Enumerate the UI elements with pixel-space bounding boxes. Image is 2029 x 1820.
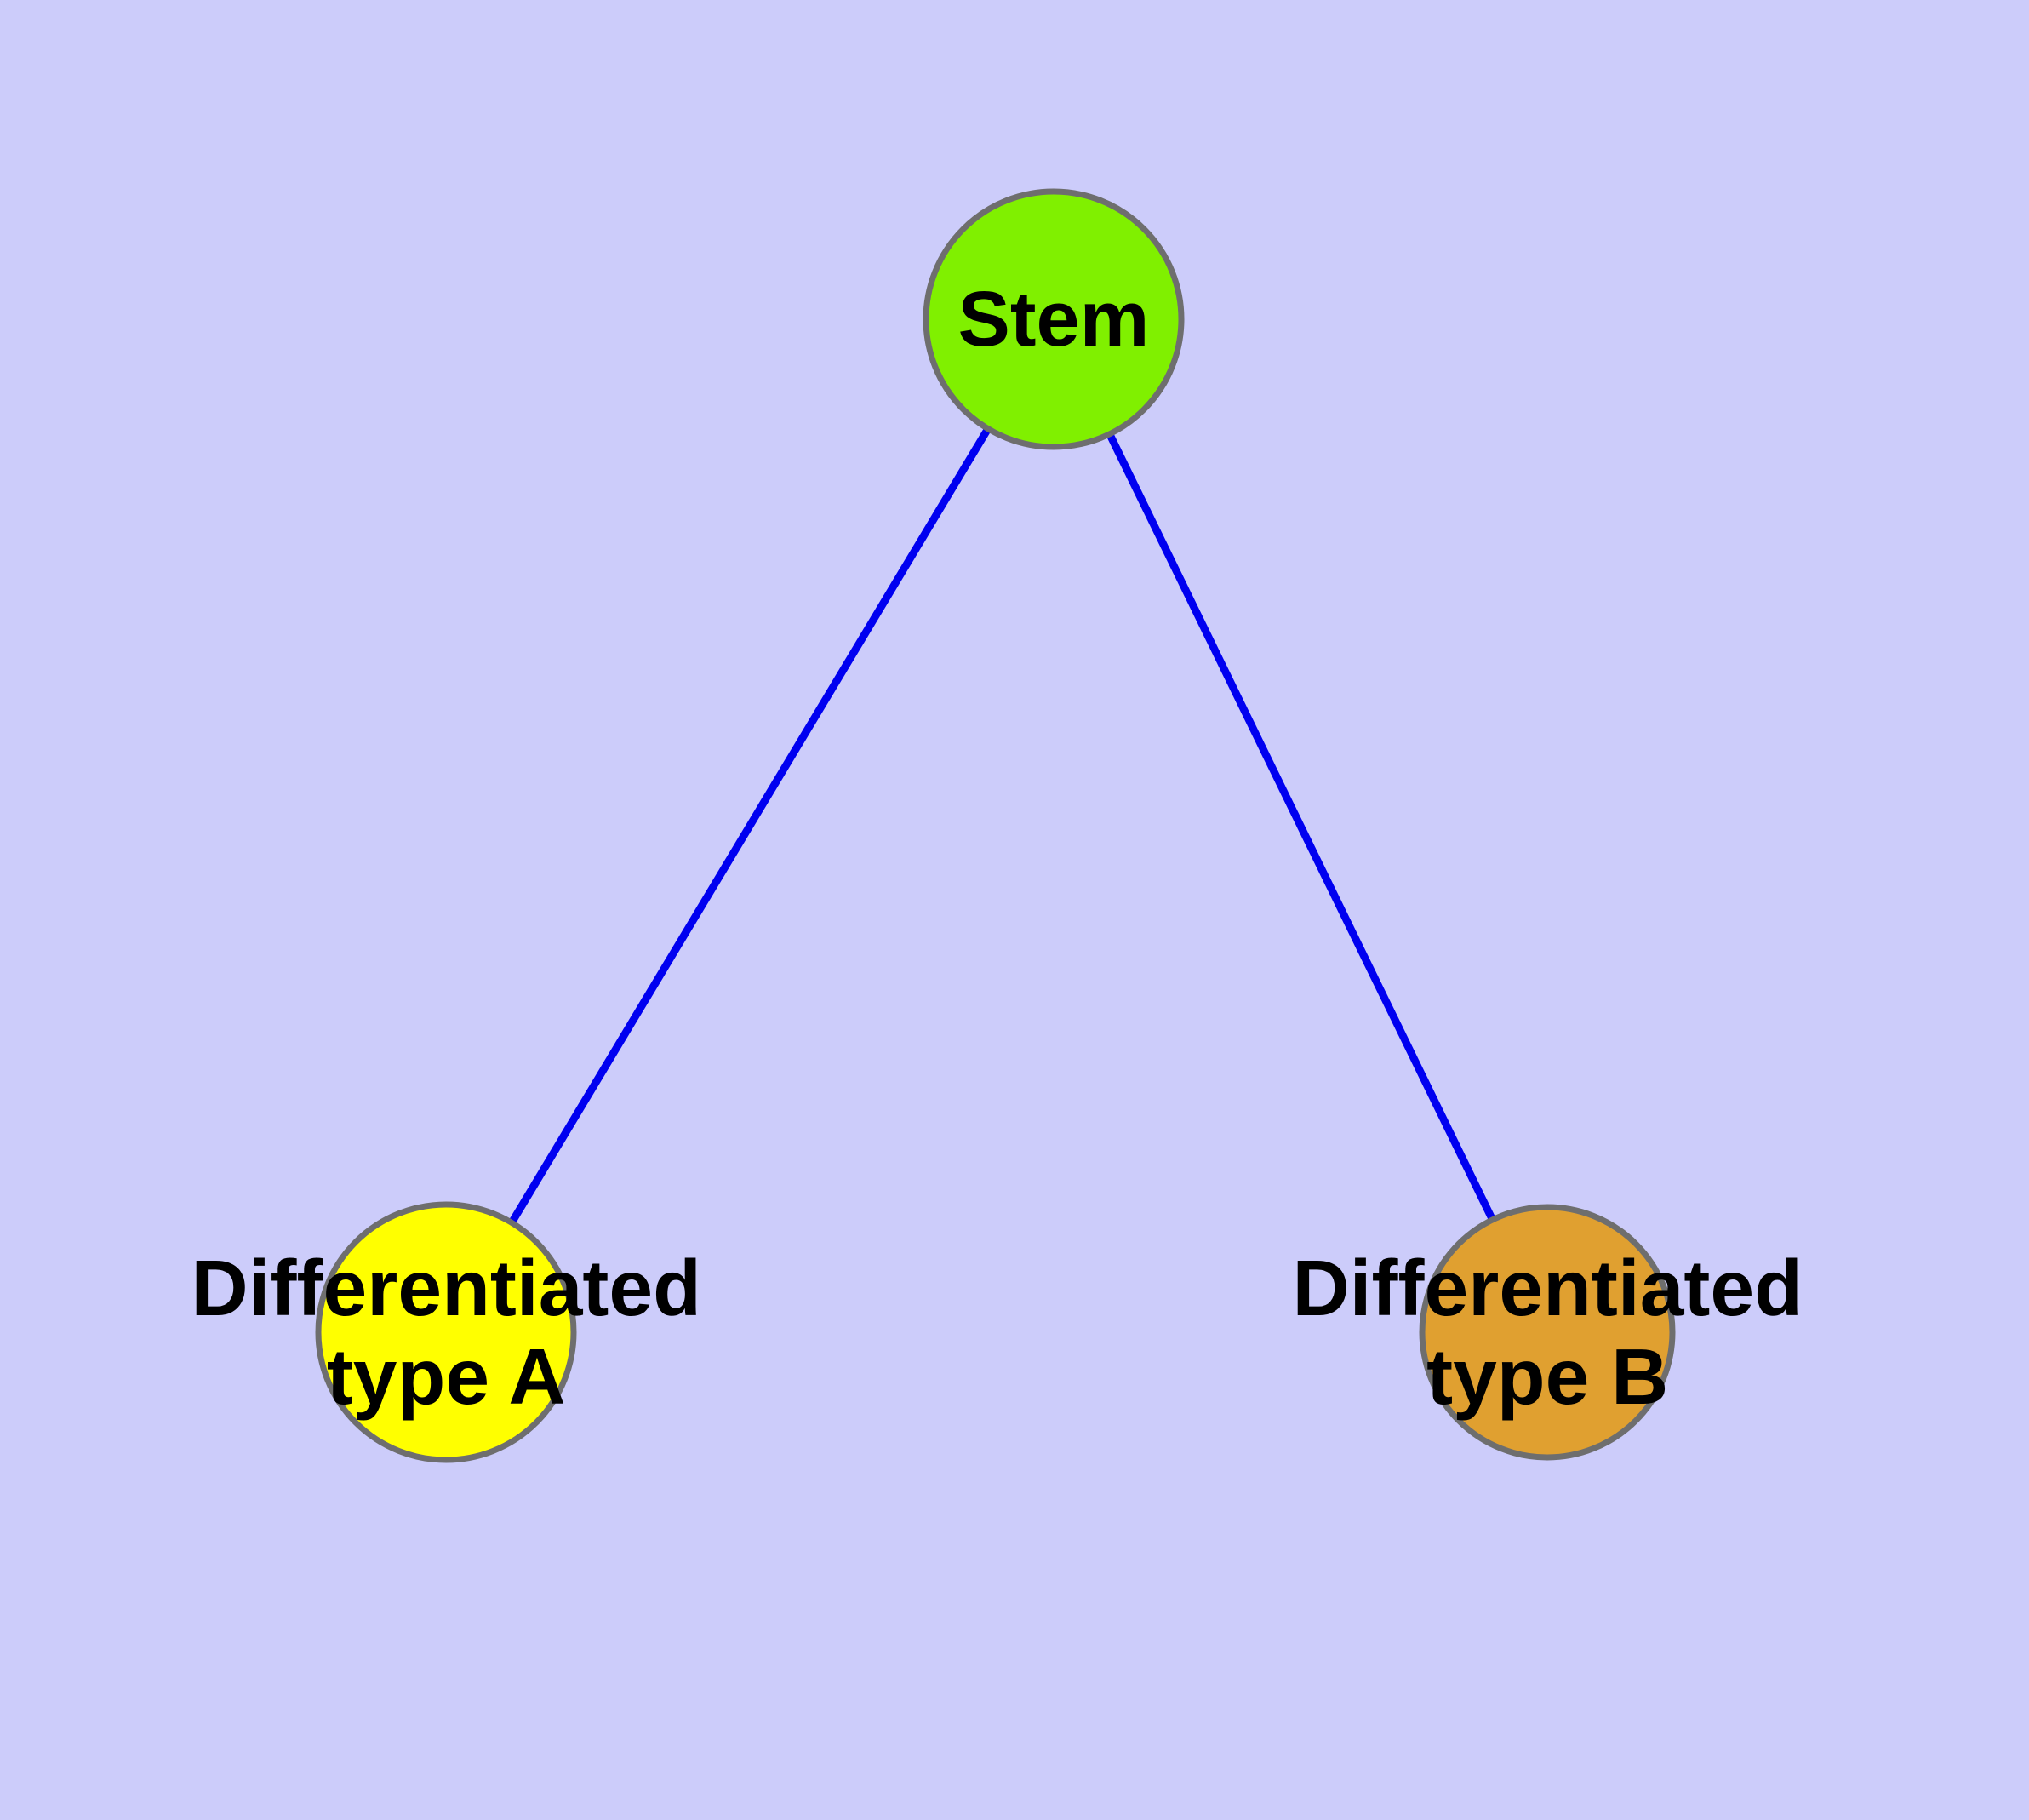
node-circle-stem[interactable] (923, 188, 1185, 450)
edge-stem-diff-b[interactable] (1049, 318, 1552, 1334)
edge-stem-diff-a[interactable] (443, 317, 1057, 1335)
edges-layer (443, 317, 1552, 1335)
node-circle-diff-b[interactable] (1419, 1204, 1676, 1461)
nodes-layer (315, 188, 1676, 1463)
node-circle-diff-a[interactable] (315, 1201, 577, 1463)
